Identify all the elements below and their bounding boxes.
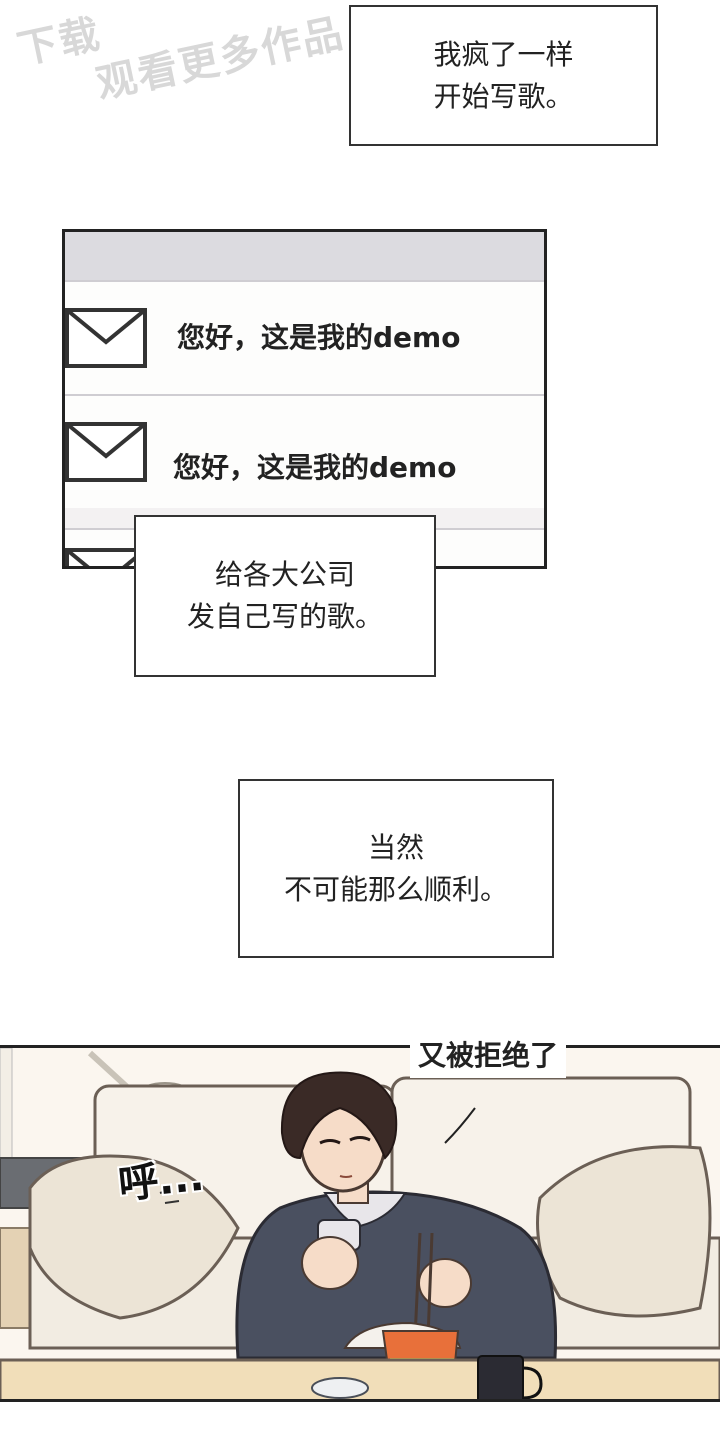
watermark: 下载 观看更多作品 <box>13 0 349 124</box>
envelope-icon <box>65 308 147 368</box>
caption-2-line-2: 发自己写的歌。 <box>186 600 383 633</box>
caption-3-line-2: 不可能那么顺利。 <box>283 872 508 906</box>
scene-panel <box>0 1045 720 1402</box>
watermark-line-2: 观看更多作品 <box>92 9 349 108</box>
caption-3-line-1: 当然 <box>367 830 424 864</box>
caption-1-line-1: 我疯了一样 <box>433 37 574 71</box>
caption-box-2: 给各大公司 发自己写的歌。 <box>134 515 436 677</box>
envelope-icon <box>65 422 147 482</box>
speech-text: 又被拒绝了 <box>410 1030 567 1078</box>
caption-box-3: 当然 不可能那么顺利。 <box>238 779 554 958</box>
email-item-2[interactable]: 您好，这是我的demo <box>65 394 544 508</box>
email-list-panel: 您好，这是我的demo 您好，这是我的demo <box>62 229 547 569</box>
email-subject-2: 您好，这是我的demo <box>173 451 457 484</box>
caption-2-line-1: 给各大公司 <box>214 558 355 591</box>
sound-effect-text: 呼... <box>116 1153 207 1209</box>
email-subject-1: 您好，这是我的demo <box>177 321 461 354</box>
watermark-line-1: 下载 <box>13 10 106 74</box>
caption-box-1: 我疯了一样 开始写歌。 <box>349 5 658 146</box>
email-header-bar <box>65 232 544 280</box>
envelope-icon <box>65 548 147 566</box>
scene-illustration <box>0 1048 720 1399</box>
email-item-1[interactable]: 您好，这是我的demo <box>65 280 544 394</box>
caption-1-line-2: 开始写歌。 <box>433 79 574 113</box>
